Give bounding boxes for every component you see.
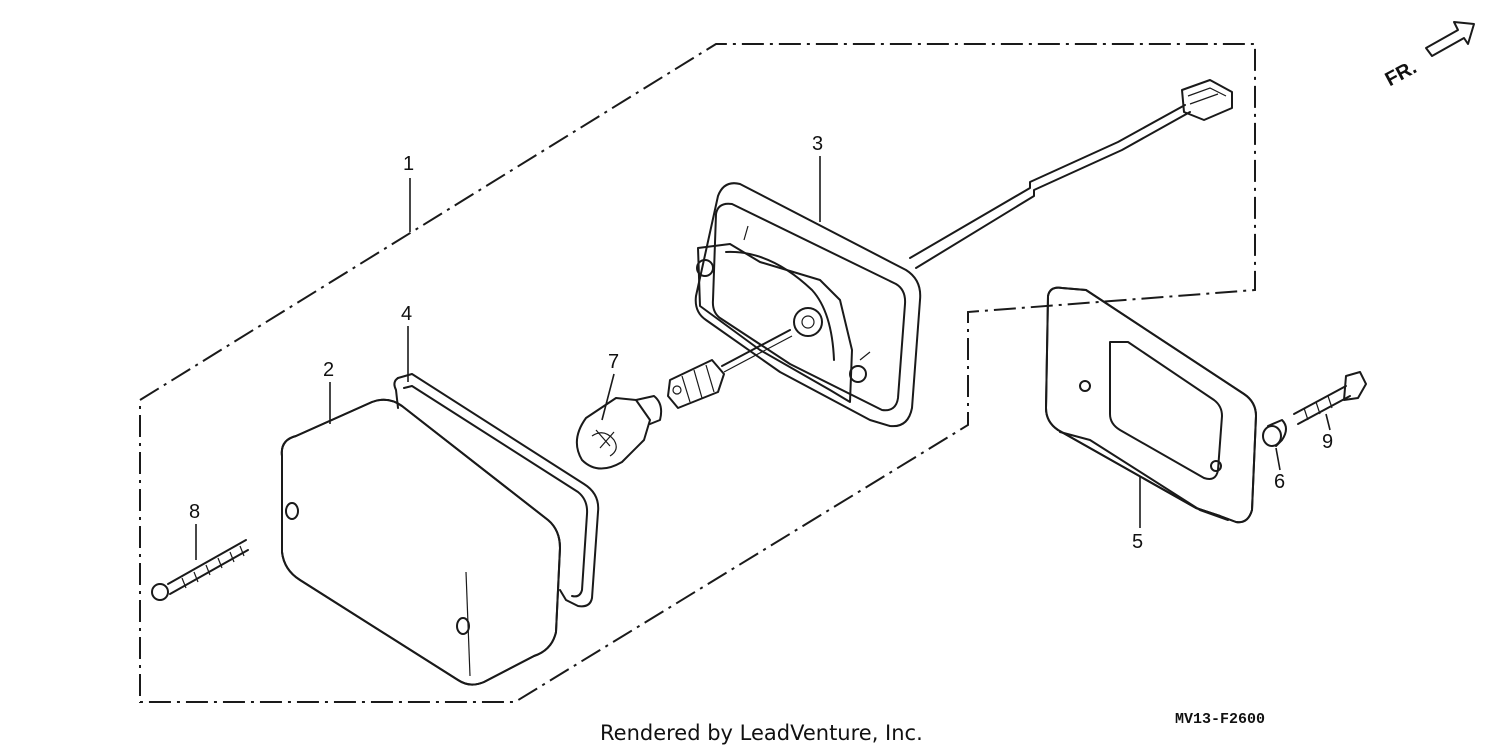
part-6-collar: [1262, 419, 1287, 447]
part-8-screw: [151, 539, 249, 601]
front-direction-label: FR.: [1382, 56, 1421, 91]
diagram-part-code: MV13-F2600: [1175, 711, 1265, 728]
callout-1: 1: [403, 153, 414, 175]
part-5-plate-bracket: [1045, 286, 1257, 524]
bulb-socket: [667, 359, 725, 409]
assembly-boundary: [139, 43, 1256, 703]
callout-8: 8: [189, 501, 200, 523]
leader-lines: [195, 156, 1331, 560]
part-4-gasket: [393, 373, 600, 608]
callout-7: 7: [608, 351, 619, 373]
callout-4: 4: [401, 303, 412, 325]
callout-9: 9: [1322, 431, 1333, 453]
part-2-lens: [280, 398, 561, 686]
part-7-bulb: [575, 395, 663, 470]
socket-wire: [721, 329, 791, 367]
wiring-harness: [909, 79, 1233, 269]
callout-5: 5: [1132, 531, 1143, 553]
callout-2: 2: [323, 359, 334, 381]
callout-3: 3: [812, 133, 823, 155]
part-9-bolt: [1293, 371, 1367, 425]
render-credit: Rendered by LeadVenture, Inc.: [600, 721, 923, 745]
part-3-light-housing: [694, 182, 922, 428]
callout-6: 6: [1274, 471, 1285, 493]
front-direction-arrow: FR.: [1382, 21, 1475, 91]
